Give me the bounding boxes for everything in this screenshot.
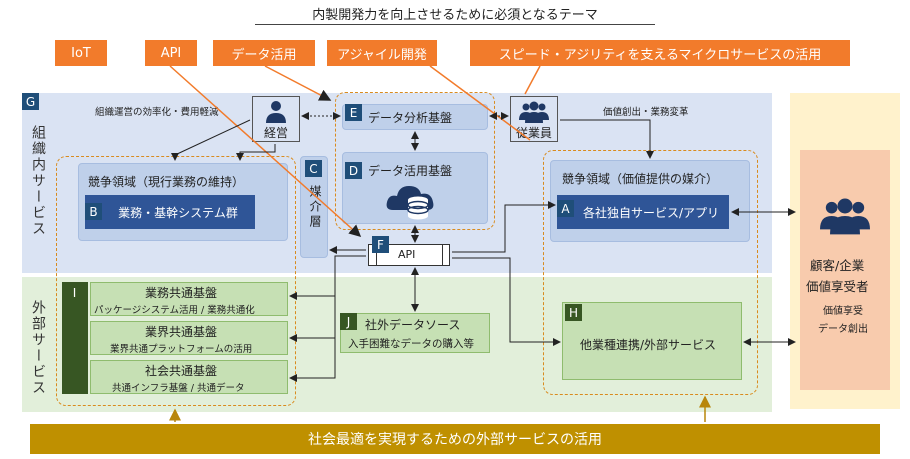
- customer-data-create: データ創出: [818, 324, 868, 335]
- external-data-box: [340, 313, 490, 353]
- diagram-title: 内製開発力を向上させるために必須となるテーマ: [312, 8, 598, 23]
- annotation-value-creation: 価値創出・業務変革: [603, 107, 689, 118]
- api-divider-right: [442, 244, 443, 266]
- core-systems-label: 業務・基幹システム群: [118, 205, 238, 220]
- data-analysis-box: [342, 104, 488, 130]
- tag-microservices: スピード・アジリティを支えるマイクロサービスの活用: [470, 40, 850, 66]
- micro-tag-connector: [524, 65, 541, 95]
- person-icon: [266, 101, 286, 123]
- tag-data-use: データ活用: [213, 40, 315, 66]
- other-industry-label: 他業種連携/外部サービス: [580, 338, 717, 352]
- other-industry-box: [562, 302, 742, 380]
- industry-common-box: [90, 321, 288, 355]
- title-underline: [255, 24, 655, 25]
- api-social-common-link: [289, 338, 336, 382]
- own-services-label: 各社独自サービス/アプリ: [582, 205, 720, 220]
- customer-group-icon: [820, 198, 870, 235]
- staff-right-link: [560, 119, 654, 159]
- tag-iot: IoT: [55, 40, 107, 66]
- customer-subtitle: 価値享受者: [806, 279, 869, 294]
- data-analysis-label: データ分析基盤: [368, 111, 453, 125]
- label-a: A: [557, 200, 574, 217]
- api-other-industry-link: [452, 257, 561, 346]
- api-industry-common-link: [289, 296, 336, 342]
- business-common-box: [90, 282, 288, 316]
- label-b: B: [85, 203, 102, 220]
- customer-value-receive: 価値享受: [823, 306, 863, 317]
- social-common-box: [90, 360, 288, 394]
- own-services-box: 各社独自サービス/アプリ: [557, 195, 729, 229]
- social-common-label: 社会共通基盤: [145, 364, 218, 378]
- data-use-label: データ活用基盤: [368, 164, 453, 178]
- core-systems-box: 業務・基幹システム群: [85, 195, 255, 229]
- label-j: J: [340, 313, 357, 330]
- data-tag-connector: [264, 65, 332, 101]
- label-i: I: [72, 285, 77, 300]
- customer-title: 顧客/企業: [810, 258, 865, 273]
- mediation-label: 媒介層: [308, 185, 322, 230]
- business-common-sub: パッケージシステム活用 / 業務共通化: [94, 305, 255, 316]
- industry-common-sub: 業界共通プラットフォームの活用: [110, 344, 253, 355]
- external-data-sub: 入手困難なデータの購入等: [348, 338, 474, 350]
- management-box: 経営: [252, 96, 300, 142]
- label-d: D: [345, 162, 362, 179]
- annotation-efficiency: 組織運営の効率化・費用軽減: [95, 107, 219, 118]
- group-icon: [519, 101, 549, 123]
- industry-common-label: 業界共通基盤: [145, 325, 218, 339]
- mgmt-left-link-2: [236, 144, 276, 161]
- external-data-label: 社外データソース: [365, 318, 461, 332]
- label-e: E: [345, 104, 362, 121]
- customer-box: [800, 150, 890, 390]
- api-label: API: [398, 248, 416, 261]
- staff-box: 従業員: [510, 96, 558, 142]
- business-common-label: 業務共通基盤: [145, 286, 218, 300]
- tag-api: API: [145, 40, 197, 66]
- internal-band-label: 組織内サービス: [30, 125, 46, 237]
- social-common-sub: 共通インフラ基盤 / 共通データ: [112, 383, 245, 394]
- api-tag-connector: [169, 65, 362, 238]
- competitive-right-label: 競争領域（価値提供の媒介）: [562, 172, 719, 186]
- mgmt-left-link: [171, 119, 251, 161]
- bottom-banner: 社会最適を実現するための外部サービスの活用: [30, 424, 880, 454]
- label-h: H: [565, 304, 582, 321]
- competitive-left-label: 競争領域（現行業務の維持）: [88, 175, 245, 189]
- api-divider-left: [376, 244, 377, 266]
- label-g: G: [22, 93, 39, 110]
- external-band-label: 外部サービス: [30, 300, 46, 396]
- agile-tag-connector: [429, 65, 531, 141]
- label-f: F: [372, 236, 389, 253]
- api-business-common-link: [289, 255, 366, 300]
- label-c: C: [305, 160, 322, 177]
- tag-agile: アジャイル開発: [327, 40, 437, 66]
- common-stack-bar: [62, 282, 88, 394]
- management-label: 経営: [263, 126, 288, 140]
- api-own-services-link: [452, 201, 556, 253]
- cloud-database-icon: [386, 186, 434, 220]
